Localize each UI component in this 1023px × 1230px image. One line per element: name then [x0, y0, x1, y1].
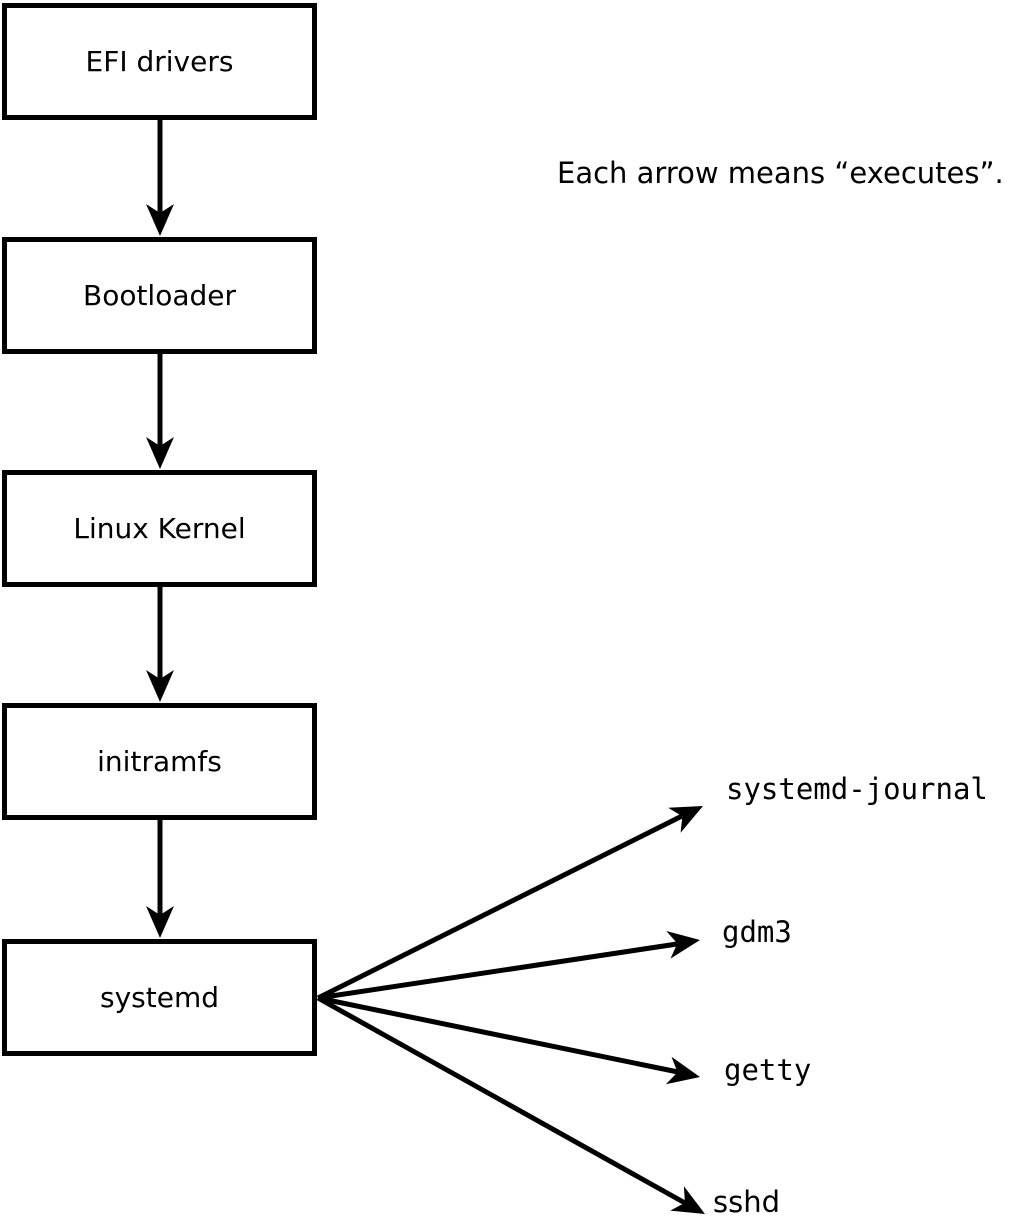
flow-box-label: Linux Kernel	[73, 511, 246, 545]
flow-box-label: initramfs	[97, 744, 222, 778]
executes-arrow-bootloader-to-kernel	[146, 354, 174, 469]
flow-box-linux-kernel: Linux Kernel	[2, 470, 317, 587]
executes-arrow-systemd-to-sshd	[316, 995, 705, 1214]
executes-arrow-efi-to-bootloader	[146, 120, 174, 236]
arrow-meaning-note: Each arrow means “executes”.	[557, 156, 1004, 190]
executes-arrow-systemd-to-gdm3	[317, 931, 700, 1001]
target-label-systemd-journal: systemd-journal	[726, 772, 988, 806]
executes-arrow-systemd-to-getty	[317, 995, 700, 1085]
flow-box-label: EFI drivers	[85, 44, 234, 78]
flow-box-initramfs: initramfs	[2, 703, 317, 820]
target-label-sshd: sshd	[713, 1185, 781, 1219]
executes-arrow-kernel-to-initramfs	[146, 587, 174, 702]
flow-box-efi-drivers: EFI drivers	[2, 3, 317, 120]
target-label-getty: getty	[724, 1053, 812, 1087]
executes-arrow-systemd-to-journal	[316, 806, 703, 1001]
executes-arrow-initramfs-to-systemd	[146, 820, 174, 938]
flow-box-systemd: systemd	[2, 939, 317, 1056]
flow-box-label: Bootloader	[82, 278, 237, 312]
flow-box-label: systemd	[100, 980, 219, 1014]
target-label-gdm3: gdm3	[722, 915, 792, 949]
flow-box-bootloader: Bootloader	[2, 237, 317, 354]
